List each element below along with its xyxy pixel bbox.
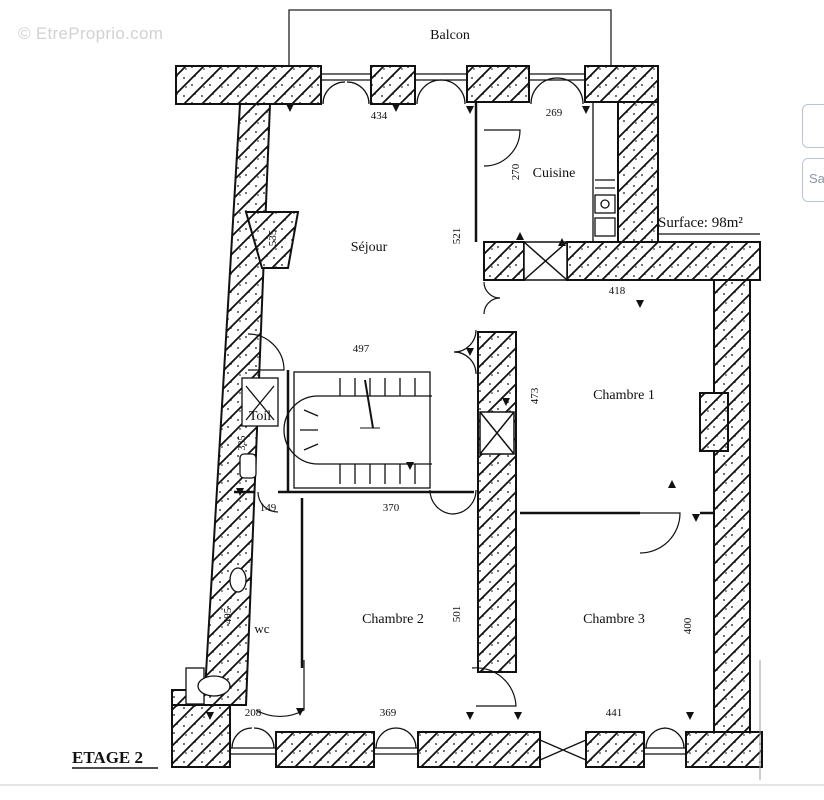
wall-bottom-4: [585, 731, 645, 768]
dim-370: 370: [383, 502, 400, 514]
markers: [206, 104, 700, 720]
label-sejour: Séjour: [351, 240, 388, 255]
label-chambre3: Chambre 3: [583, 612, 645, 627]
dim-270: 270: [510, 163, 522, 180]
windows-top: [321, 73, 585, 105]
label-balcon: Balcon: [430, 28, 470, 43]
dim-473: 473: [529, 387, 541, 404]
chimney-right: [699, 392, 729, 452]
wall-right: [713, 279, 751, 733]
dim-269: 269: [546, 107, 563, 119]
staircase: [283, 371, 432, 489]
side-panel-search[interactable]: Sa: [802, 158, 824, 202]
vent-boxes: [479, 241, 568, 455]
label-wc: wc: [254, 621, 269, 636]
wall-bottom-left: [171, 704, 231, 768]
partitions: [234, 102, 714, 668]
dim-441: 441: [606, 707, 623, 719]
walls: [171, 65, 763, 768]
label-toil: Toil: [249, 409, 271, 424]
wall-mid-right: [566, 241, 761, 281]
label-cuisine: Cuisine: [533, 166, 576, 181]
surface-label: Surface: 98m²: [658, 215, 743, 231]
doors: [247, 129, 681, 717]
wall-bottom-2: [275, 731, 375, 768]
wall-center: [477, 331, 517, 673]
wall-top-right: [584, 65, 659, 103]
label-chambre1: Chambre 1: [593, 388, 655, 403]
wall-top-mid2: [466, 65, 530, 103]
wall-bottom-5: [685, 731, 763, 768]
wall-top-left: [175, 65, 322, 105]
windows-bottom: [230, 727, 686, 761]
balcony-outline: [288, 9, 612, 66]
wall-top-mid1: [370, 65, 416, 105]
dim-335: 335: [237, 436, 248, 451]
watermark: © EtreProprio.com: [18, 24, 164, 43]
dim-434: 434: [371, 110, 388, 122]
wall-mid-left: [483, 241, 525, 281]
dim-521: 521: [451, 228, 463, 245]
fixtures: [185, 377, 279, 705]
dim-495: 495: [222, 607, 234, 624]
dim-418: 418: [609, 285, 626, 297]
dim-208: 208: [245, 707, 262, 719]
dim-501: 501: [451, 606, 463, 623]
dim-369: 369: [380, 707, 397, 719]
wall-bottom-3: [417, 731, 541, 768]
kitchen-counter: [592, 102, 619, 242]
label-chambre2: Chambre 2: [362, 612, 424, 627]
dim-535: 535: [267, 229, 279, 246]
floor-label: ETAGE 2: [72, 748, 143, 767]
dim-497: 497: [353, 343, 370, 355]
dim-400: 400: [682, 617, 694, 634]
chimney-left: [244, 211, 300, 269]
side-panel-button[interactable]: [802, 104, 824, 148]
dim-149: 149: [260, 502, 277, 514]
wall-kitchen-right: [617, 101, 659, 243]
